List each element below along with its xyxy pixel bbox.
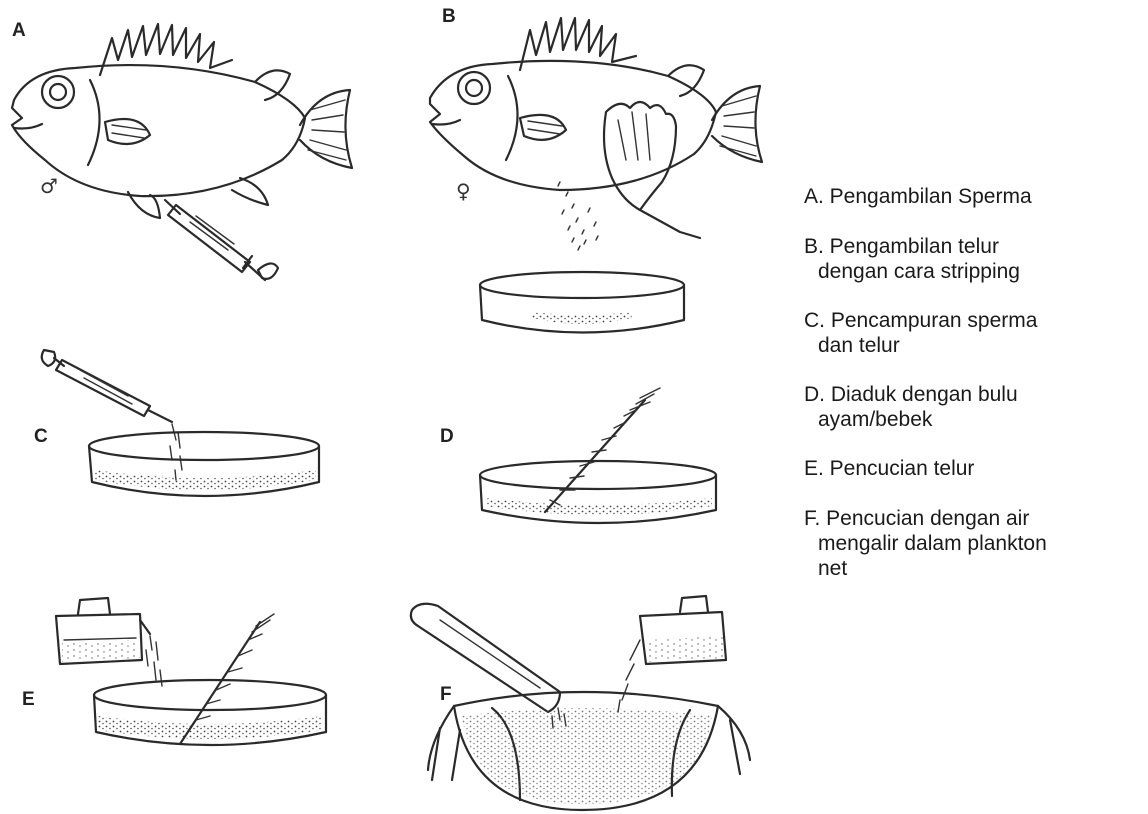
- legend-item-e: E. Pencucian telur: [804, 456, 1144, 481]
- panel-f-plankton-net: [411, 596, 750, 810]
- legend-f-line1: F. Pencucian dengan air: [804, 506, 1144, 531]
- panel-b-dish: [480, 272, 684, 333]
- panel-e-washing: [56, 598, 326, 745]
- panel-c-mixing: [42, 350, 319, 496]
- legend-d-line1: D. Diaduk dengan bulu: [804, 382, 1144, 407]
- panel-label-c: C: [34, 426, 48, 447]
- panel-label-e: E: [22, 689, 35, 710]
- legend-e-line1: E. Pencucian telur: [804, 456, 1144, 481]
- panel-label-d: D: [440, 426, 454, 447]
- legend-b-line1: B. Pengambilan telur: [804, 234, 1144, 259]
- legend-c-line2: dan telur: [804, 333, 1144, 358]
- legend-item-a: A. Pengambilan Sperma: [804, 184, 1144, 209]
- legend-d-line2: ayam/bebek: [804, 407, 1144, 432]
- female-symbol: ♀: [456, 179, 471, 203]
- legend-item-c: C. Pencampuran sperma dan telur: [804, 308, 1144, 358]
- legend-b-line2: dengan cara stripping: [804, 259, 1144, 284]
- legend-item-d: D. Diaduk dengan bulu ayam/bebek: [804, 382, 1144, 432]
- legend-a-line1: A. Pengambilan Sperma: [804, 184, 1144, 209]
- panel-a-fish-male: [12, 24, 352, 280]
- panel-label-b: B: [442, 6, 456, 27]
- panel-d-stirring: [480, 388, 716, 523]
- legend-item-b: B. Pengambilan telur dengan cara strippi…: [804, 234, 1144, 284]
- legend-f-line2: mengalir dalam plankton: [804, 531, 1144, 556]
- panel-label-a: A: [12, 20, 26, 41]
- male-symbol: ♂: [40, 174, 58, 198]
- legend-f-line3: net: [804, 556, 1144, 581]
- panel-label-f: F: [440, 684, 452, 705]
- legend-item-f: F. Pencucian dengan air mengalir dalam p…: [804, 506, 1144, 581]
- legend-c-line1: C. Pencampuran sperma: [804, 308, 1144, 333]
- panel-b-fish-female: [430, 18, 762, 250]
